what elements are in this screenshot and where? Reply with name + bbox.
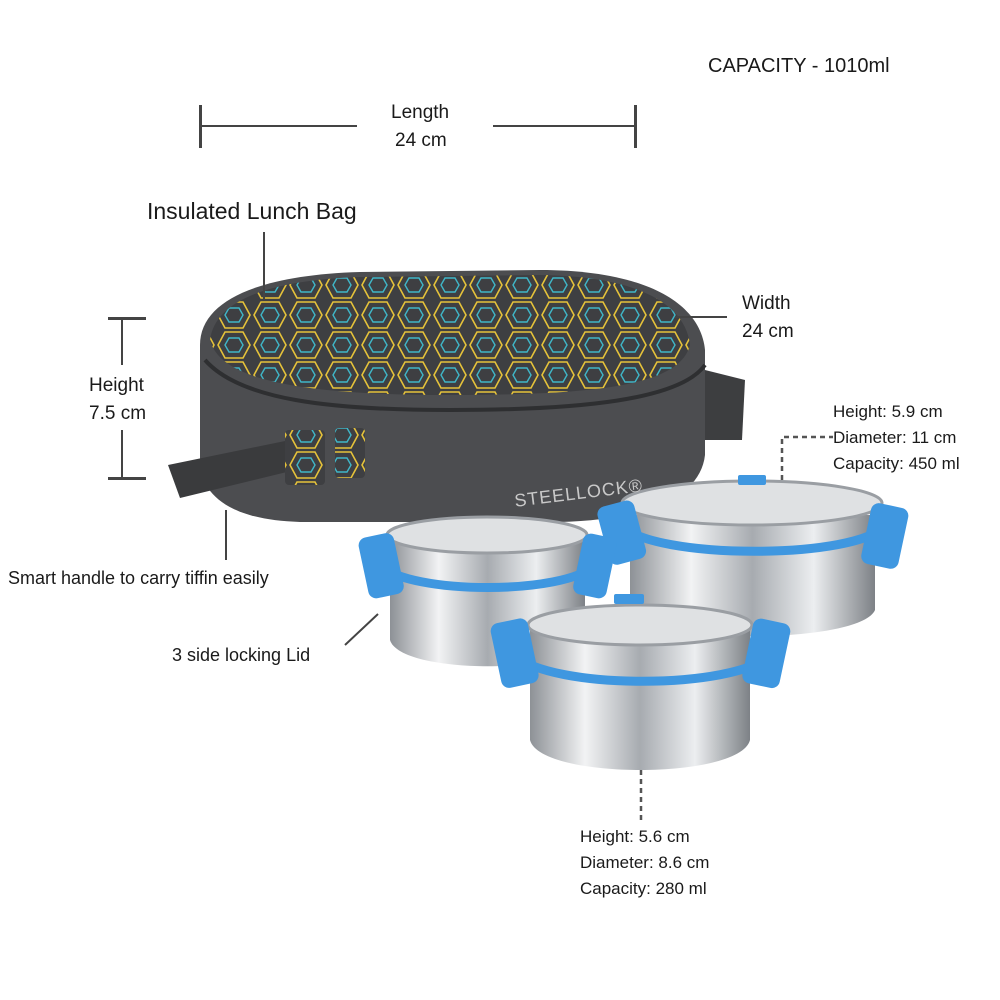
lock-clip [742, 618, 791, 689]
lid-label: 3 side locking Lid [172, 645, 311, 665]
height-label: Height [89, 375, 144, 396]
height-bar-top [108, 317, 146, 320]
bag-zipper [203, 358, 707, 413]
total-capacity: CAPACITY - 1010ml [708, 55, 890, 77]
bag-rear-strap [700, 370, 745, 440]
large-container [597, 475, 909, 637]
width-value: 24 cm [742, 321, 794, 342]
bag-leader [263, 232, 265, 300]
large-height: Height: 5.9 cm [833, 402, 943, 421]
small-diameter: Diameter: 8.6 cm [580, 853, 710, 872]
small-capacity: Capacity: 280 ml [580, 879, 707, 898]
handle-label: Smart handle to carry tiffin easily [8, 568, 269, 588]
lid-leader [344, 613, 379, 646]
large-diameter: Diameter: 11 cm [833, 428, 957, 447]
large-capacity: Capacity: 450 ml [833, 454, 960, 473]
small-height: Height: 5.6 cm [580, 827, 690, 846]
length-value: 24 cm [395, 130, 447, 151]
lock-clip [861, 503, 909, 569]
bag-label: Insulated Lunch Bag [147, 198, 357, 224]
large-container-leader [780, 435, 833, 480]
lock-clip [614, 594, 644, 604]
height-line [121, 430, 123, 478]
width-label: Width [742, 293, 791, 314]
length-line [493, 125, 635, 127]
height-line [121, 318, 123, 365]
handle-leader [225, 510, 227, 560]
length-label: Length [391, 102, 450, 123]
bag-handle [168, 440, 295, 498]
lunch-bag [168, 270, 745, 522]
height-value: 7.5 cm [89, 403, 147, 424]
lock-clip [738, 475, 766, 485]
bag-lid-pattern [210, 275, 690, 395]
width-leader [675, 316, 727, 318]
lock-clip [490, 618, 539, 688]
height-bar-bottom [108, 477, 146, 480]
length-line [200, 125, 357, 127]
lock-clip [358, 533, 404, 599]
small-container-front [490, 594, 791, 770]
lock-clip [573, 533, 617, 599]
length-bar-right [634, 105, 637, 148]
